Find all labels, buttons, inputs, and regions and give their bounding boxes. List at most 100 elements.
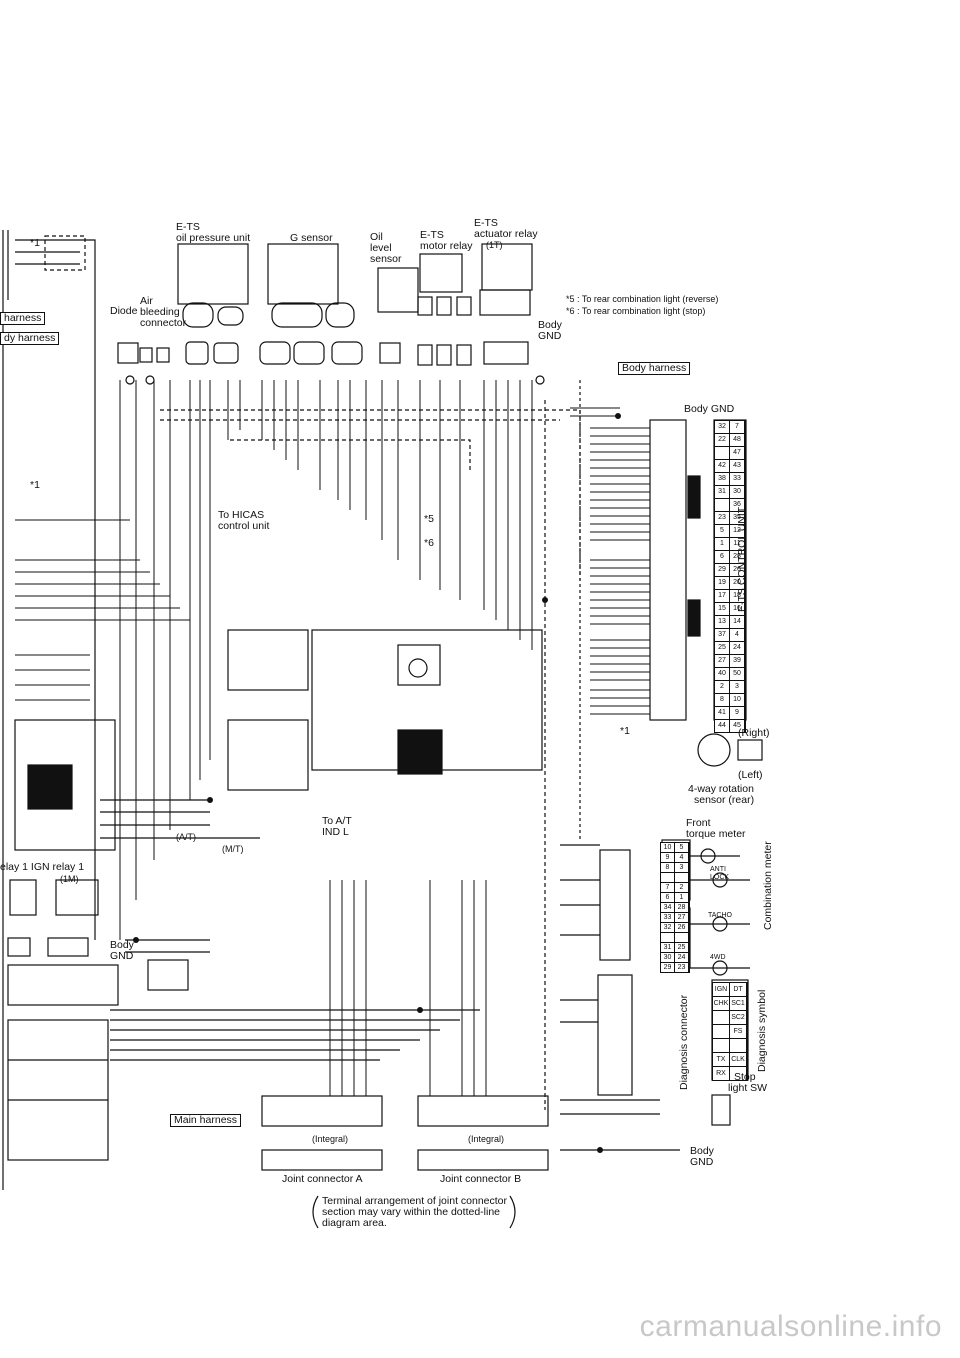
meter-pin-cell: 30 [661,953,675,962]
diag-pin-cell [730,1067,747,1080]
ets-pin-row: 47 [714,447,746,460]
diode-label: Diode [110,305,138,317]
joint-connector-a-label: Joint connector A [282,1173,363,1185]
diag-pin-cell: DT [730,983,747,996]
ets-pin-cell: 32 [715,421,730,433]
ets-pin-cell: 44 [715,720,730,732]
body-gnd-lower-line1: Body [110,939,134,951]
body-harness-tag: Body harness [618,362,691,375]
meter-pin-cell: 31 [661,943,675,952]
ets-actuator-line1: E-TS [474,217,498,229]
four-wd-label: 4WD [710,954,726,961]
ets-pin-cell: 18 [730,590,745,602]
ets-motor-line2: motor relay [420,240,473,252]
ets-actuator-line2: actuator relay [474,228,538,240]
front-torque-meter-label: Front torque meter [686,818,746,840]
at-label: (A/T) [176,832,196,842]
four-way-line2: sensor (rear) [694,794,755,806]
diag-pin-cell [713,1039,730,1052]
ets-pin-cell: 48 [730,434,745,446]
note-star5: *5 : To rear combination light (reverse) [566,294,719,304]
ets-pin-cell: 35 [730,512,745,524]
stop-light-line1: Stop [734,1071,756,1083]
meter-pin-cell: 4 [675,853,689,862]
four-way-line1: 4-way rotation [688,783,754,795]
ets-pin-cell: 40 [715,668,730,680]
diag-pin-cell [713,1011,730,1024]
diag-pin-cell: CLK [730,1053,747,1066]
ets-pin-cell: 19 [715,577,730,589]
stop-light-line2: light SW [728,1082,768,1094]
ets-pin-cell: 33 [730,473,745,485]
oil-level-line3: sensor [370,253,402,265]
terminal-note-line2: section may vary within the dotted-line [322,1206,501,1218]
ets-pin-cell: 24 [730,642,745,654]
anti-lock-line2: LOCK [710,874,730,881]
ign-relay-label: elay 1 IGN relay 1 [0,861,85,873]
diagnosis-connector-label: Diagnosis connector [678,994,690,1090]
four-way-sensor-label: 4-way rotation sensor (rear) [688,784,754,806]
meter-pin-cell: 24 [675,953,689,962]
ets-pin-cell: 4 [730,629,745,641]
harness-tag-2: dy harness [0,332,60,345]
ets-pin-cell: 37 [715,629,730,641]
ets-pin-cell: 8 [715,694,730,706]
right-label: (Right) [738,727,770,739]
diag-pin-cell: SC1 [730,997,747,1010]
star1-mid-label: *1 [30,479,40,491]
meter-pin-cell: 7 [661,883,675,892]
meter-pin-cell: 25 [675,943,689,952]
note-star6: *6 : To rear combination light (stop) [566,306,706,316]
ets-control-unit-label: E-TS CONTROL UNIT [736,506,748,612]
diag-pin-cell [713,1025,730,1038]
meter-pin-cell [661,933,675,942]
ets-pin-cell: 13 [715,616,730,628]
ign-relay-sub: (1M) [60,874,79,884]
meter-pin-cell [675,873,689,882]
body-gnd-top-right-label: Body GND [538,320,562,342]
tacho-label: TACHO [708,912,732,919]
body-gnd-line2: GND [538,330,562,342]
joint-connector-b-label: Joint connector B [440,1173,522,1185]
ets-pin-cell: 11 [730,538,745,550]
body-gnd-line1: Body [538,319,562,331]
meter-pin-cell: 10 [661,843,675,852]
to-at-line1: To A/T [322,815,352,827]
ets-pin-cell: 42 [715,460,730,472]
main-harness-tag: Main harness [170,1114,242,1127]
ets-pin-cell: 17 [715,590,730,602]
oil-level-line2: level [370,242,392,254]
ets-pin-cell: 1 [715,538,730,550]
ets-pin-cell: 7 [730,421,745,433]
ets-pin-cell [715,499,730,511]
body-gnd-lower-line2: GND [110,950,134,962]
ets-pin-cell: 10 [730,694,745,706]
meter-pin-row [660,873,690,883]
ets-oil-line2: oil pressure unit [176,232,251,244]
diag-pin-row: FS [712,1025,748,1039]
ets-pin-cell: 47 [730,447,745,459]
ets-pin-cell: 14 [730,616,745,628]
ets-pin-cell: 2 [715,681,730,693]
ets-pin-cell: 5 [715,525,730,537]
integral-a-label: (Integral) [312,1134,349,1144]
meter-pin-cell: 8 [661,863,675,872]
diag-pin-row: SC2 [712,1011,748,1025]
